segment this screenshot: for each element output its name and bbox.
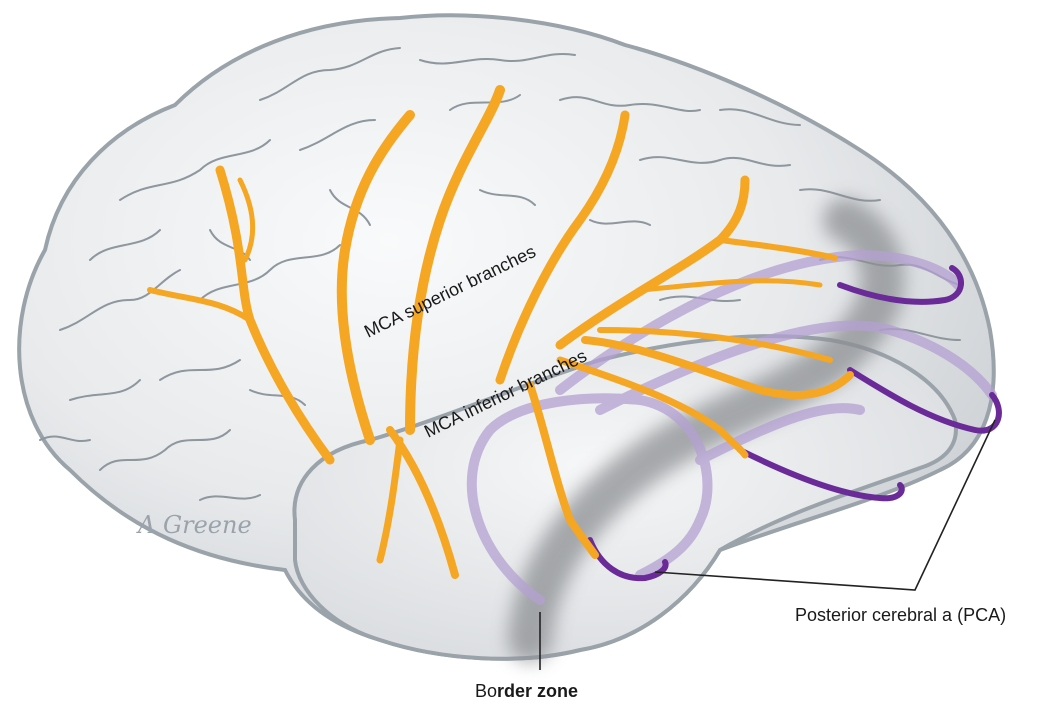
label-border-zone-prefix: Bo xyxy=(475,681,497,701)
artist-signature: A Greene xyxy=(136,511,252,539)
label-pca: Posterior cerebral a (PCA) xyxy=(795,605,1006,625)
label-border-zone: Border zone xyxy=(475,681,578,701)
label-border-zone-rest: rder zone xyxy=(497,681,578,701)
